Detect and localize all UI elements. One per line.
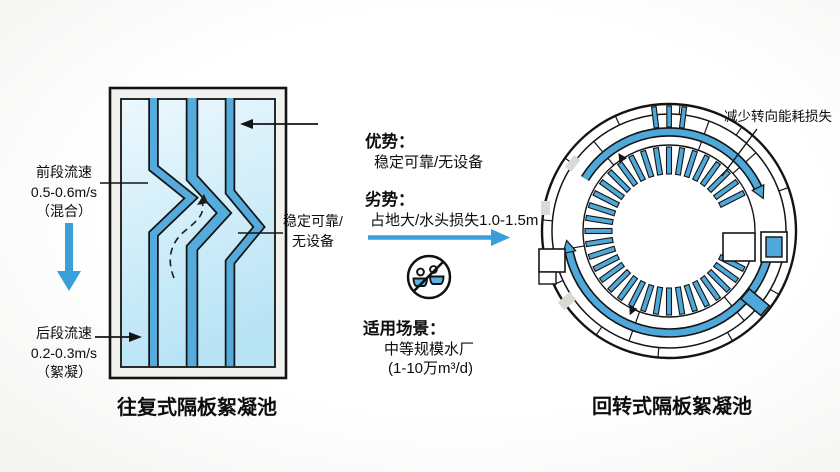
basin-shape [429, 275, 445, 285]
scenario-line2: (1-10万m³/d) [388, 360, 474, 377]
side-structures [538, 155, 788, 317]
rotary-annotation: 减少转向能耗损失 [724, 109, 832, 124]
cons-heading: 劣势： [365, 191, 415, 209]
pros-text: 稳定可靠/无设备 [374, 154, 484, 171]
side-note-label: 稳定可靠/ 无设备 [283, 213, 343, 249]
front-velocity-label: 前段流速 0.5-0.6m/s （混合） [30, 164, 98, 219]
top-crossing-baffles [650, 105, 688, 129]
flow-direction-chevrons [618, 153, 638, 316]
comparison-arrow [368, 229, 510, 246]
baffles-fill [150, 98, 264, 366]
right-tank-title: 回转式隔板絮凝池 [592, 396, 752, 418]
radial-baffle-ticks [584, 146, 746, 316]
reciprocating-tank-diagram [108, 86, 288, 380]
scenario-heading: 适用场景： [363, 320, 446, 338]
outer-ring-spokes [542, 104, 789, 358]
mid-ring [582, 144, 756, 318]
left-tank-title: 往复式隔板絮凝池 [117, 397, 277, 419]
figure-head-icon [416, 267, 425, 277]
outer-wall [540, 102, 798, 360]
flow-path-dashed [169, 194, 208, 279]
stage-down-arrow [57, 223, 81, 291]
cons-text: 占地大/水头损失1.0-1.5m [370, 212, 539, 229]
slash-line [413, 260, 445, 292]
pros-heading: 优势： [365, 133, 415, 151]
no-equipment-icon [406, 254, 452, 300]
rear-velocity-label: 后段流速 0.2-0.3m/s （絮凝） [30, 325, 98, 380]
rotary-tank-diagram [538, 102, 798, 360]
scenario-line1: 中等规模水厂 [384, 341, 475, 358]
